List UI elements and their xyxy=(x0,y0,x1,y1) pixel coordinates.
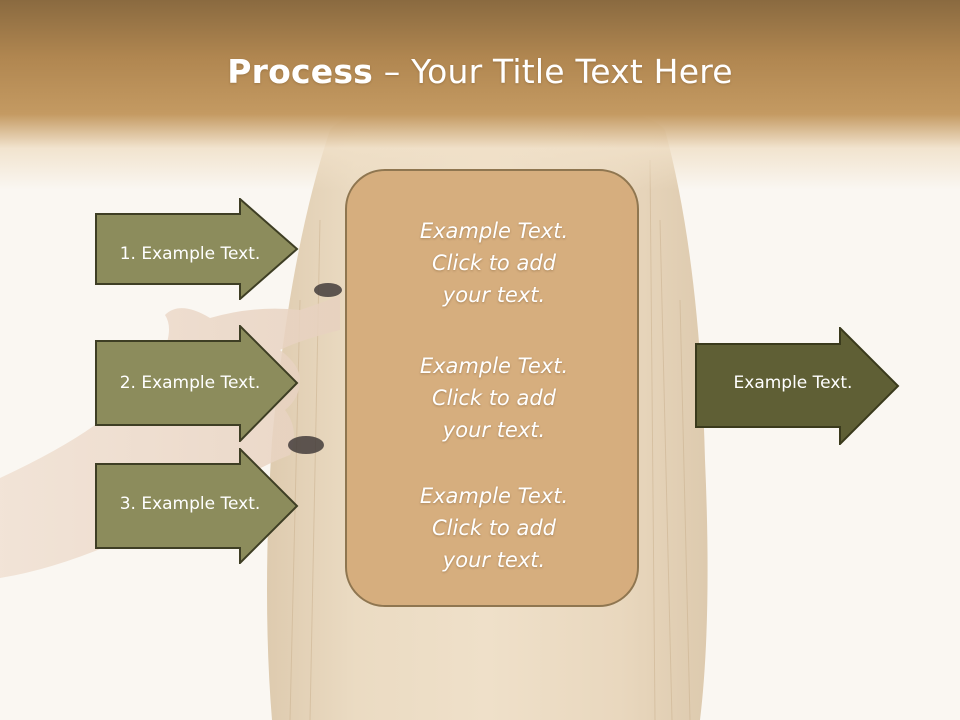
fingernail xyxy=(314,283,342,297)
block-line: Click to add xyxy=(431,251,556,275)
slide-title[interactable]: Process – Your Title Text Here xyxy=(0,52,960,91)
arrow-shape xyxy=(95,198,299,300)
title-rest: – Your Title Text Here xyxy=(373,52,733,91)
arrow-shape xyxy=(695,327,900,445)
arrow-shape xyxy=(95,448,299,564)
center-text-block: Example Text. Click to add your text. xyxy=(347,215,641,311)
center-text-box[interactable]: Example Text. Click to add your text. Ex… xyxy=(345,169,639,607)
block-line: Click to add xyxy=(431,516,556,540)
fingernail xyxy=(288,436,324,454)
title-bold: Process xyxy=(227,52,374,91)
step-arrow-1[interactable]: 1. Example Text. xyxy=(95,198,299,300)
block-line: Example Text. xyxy=(419,354,569,378)
block-line: Example Text. xyxy=(419,219,569,243)
center-text-block: Example Text. Click to add your text. xyxy=(347,480,641,576)
arrow-shape xyxy=(95,325,299,442)
output-arrow[interactable]: Example Text. xyxy=(695,327,900,445)
block-line: Click to add xyxy=(431,386,556,410)
block-line: your text. xyxy=(442,548,546,572)
step-label: 2. Example Text. xyxy=(119,373,261,393)
block-line: your text. xyxy=(442,418,546,442)
center-text-block: Example Text. Click to add your text. xyxy=(347,350,641,446)
step-label: 3. Example Text. xyxy=(119,494,261,514)
block-line: Example Text. xyxy=(419,484,569,508)
step-label: 1. Example Text. xyxy=(119,244,261,264)
title-banner xyxy=(0,0,960,190)
output-label: Example Text. xyxy=(733,373,853,393)
step-arrow-2[interactable]: 2. Example Text. xyxy=(95,325,299,442)
step-arrow-3[interactable]: 3. Example Text. xyxy=(95,448,299,564)
block-line: your text. xyxy=(442,283,546,307)
